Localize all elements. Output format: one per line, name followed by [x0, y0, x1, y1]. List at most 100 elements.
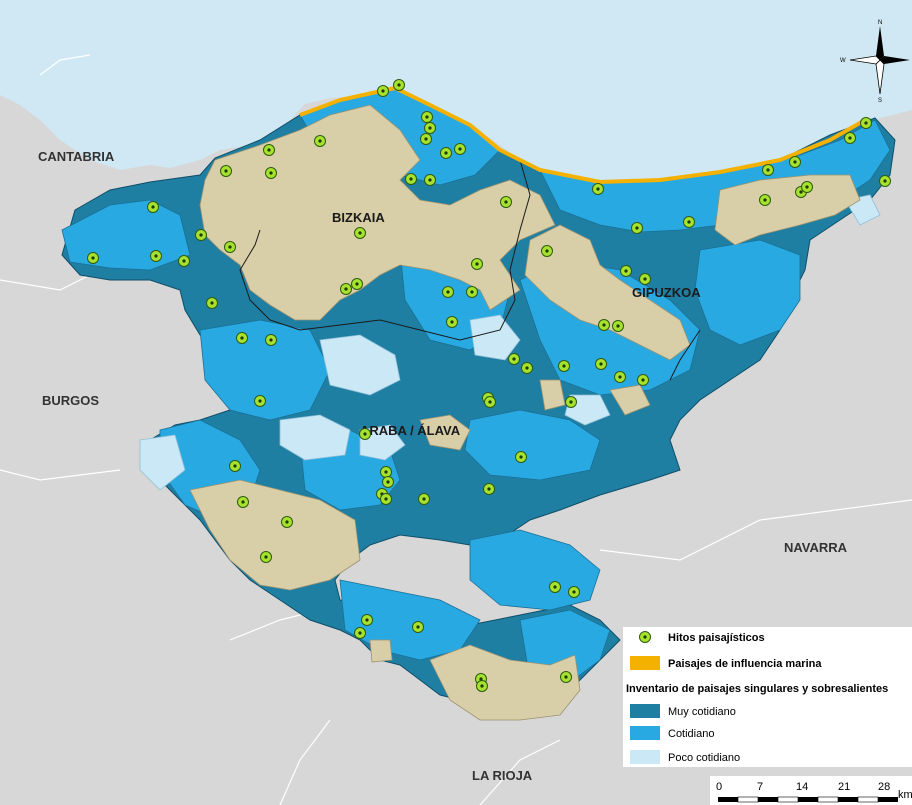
- hito-marker: [405, 173, 417, 185]
- legend-box: [623, 627, 912, 767]
- legend-muy-cotidiano-label: Muy cotidiano: [668, 706, 736, 718]
- hito-marker: [560, 671, 572, 683]
- hito-marker: [879, 175, 891, 187]
- legend-marine-label: Paisajes de influencia marina: [668, 658, 822, 670]
- hito-marker: [351, 278, 363, 290]
- legend-poco-cotidiano-swatch: [630, 750, 660, 764]
- hito-marker: [237, 496, 249, 508]
- hito-marker: [759, 194, 771, 206]
- hito-marker: [515, 451, 527, 463]
- hito-marker: [471, 258, 483, 270]
- hito-marker: [380, 466, 392, 478]
- hito-marker: [466, 286, 478, 298]
- province-borders: [239, 159, 701, 381]
- hito-marker: [265, 334, 277, 346]
- legend-muy-cotidiano-swatch: [630, 704, 660, 718]
- label-la-rioja: LA RIOJA: [472, 768, 533, 783]
- hito-marker: [178, 255, 190, 267]
- hito-marker: [762, 164, 774, 176]
- hito-marker: [412, 621, 424, 633]
- hito-marker: [418, 493, 430, 505]
- hito-marker: [420, 133, 432, 145]
- hito-marker: [314, 135, 326, 147]
- hito-marker: [620, 265, 632, 277]
- hito-marker: [377, 85, 389, 97]
- hito-marker: [220, 165, 232, 177]
- hito-marker: [147, 201, 159, 213]
- hito-marker: [483, 483, 495, 495]
- sea: [0, 0, 912, 182]
- hito-marker: [354, 227, 366, 239]
- hito-marker: [508, 353, 520, 365]
- hito-marker: [195, 229, 207, 241]
- hito-marker: [637, 374, 649, 386]
- hito-marker: [801, 181, 813, 193]
- hito-marker: [595, 358, 607, 370]
- hito-marker: [224, 241, 236, 253]
- hito-marker: [359, 428, 371, 440]
- hito-marker: [265, 167, 277, 179]
- hito-marker: [263, 144, 275, 156]
- hito-marker: [382, 476, 394, 488]
- hito-marker: [521, 362, 533, 374]
- hito-marker: [254, 395, 266, 407]
- scale-tick-21: 21: [838, 781, 850, 793]
- hito-marker: [541, 245, 553, 257]
- hito-marker: [440, 147, 452, 159]
- label-burgos: BURGOS: [42, 393, 99, 408]
- hito-marker: [206, 297, 218, 309]
- legend-cotidiano-label: Cotidiano: [668, 728, 714, 740]
- scale-unit: km: [898, 789, 912, 801]
- hito-marker: [614, 371, 626, 383]
- hito-marker: [442, 286, 454, 298]
- hito-marker: [500, 196, 512, 208]
- hito-marker: [612, 320, 624, 332]
- hito-marker: [424, 122, 436, 134]
- hito-marker: [236, 332, 248, 344]
- hito-marker: [424, 174, 436, 186]
- hito-marker: [683, 216, 695, 228]
- scale-tick-14: 14: [796, 781, 808, 793]
- hito-marker: [568, 586, 580, 598]
- label-bizkaia: BIZKAIA: [332, 210, 385, 225]
- hito-marker: [340, 283, 352, 295]
- hito-marker: [549, 581, 561, 593]
- hito-marker: [476, 680, 488, 692]
- hito-marker: [354, 627, 366, 639]
- legend: Hitos paisajísticos Paisajes de influenc…: [623, 627, 912, 767]
- hito-marker: [484, 396, 496, 408]
- legend-hitos-label: Hitos paisajísticos: [668, 632, 765, 644]
- compass-n: N: [878, 20, 882, 26]
- hito-marker: [631, 222, 643, 234]
- label-navarra: NAVARRA: [784, 540, 848, 555]
- label-gipuzkoa: GIPUZKOA: [632, 285, 701, 300]
- legend-marine-swatch: [630, 656, 660, 670]
- scale-bar: 0 7 14 21 28 km: [710, 776, 912, 805]
- legend-hitos-icon: [639, 631, 651, 643]
- hitos-markers: [87, 79, 891, 692]
- hito-marker: [844, 132, 856, 144]
- compass-rose: N S W: [840, 20, 910, 104]
- hito-marker: [565, 396, 577, 408]
- legend-poco-cotidiano-label: Poco cotidiano: [668, 752, 740, 764]
- label-araba: ARABA / ÁLAVA: [360, 423, 461, 438]
- scale-tick-7: 7: [757, 781, 763, 793]
- hito-marker: [380, 493, 392, 505]
- hito-marker: [446, 316, 458, 328]
- hito-marker: [860, 117, 872, 129]
- external-borders: [0, 54, 912, 805]
- hito-marker: [87, 252, 99, 264]
- hito-marker: [150, 250, 162, 262]
- hito-marker: [361, 614, 373, 626]
- scale-tick-28: 28: [878, 781, 890, 793]
- hito-marker: [592, 183, 604, 195]
- hito-marker: [421, 111, 433, 123]
- hito-marker: [454, 143, 466, 155]
- hito-marker: [598, 319, 610, 331]
- hito-marker: [558, 360, 570, 372]
- scale-bar-segments: [718, 796, 898, 803]
- hito-marker: [393, 79, 405, 91]
- poco-cotidiano-areas: [139, 194, 881, 556]
